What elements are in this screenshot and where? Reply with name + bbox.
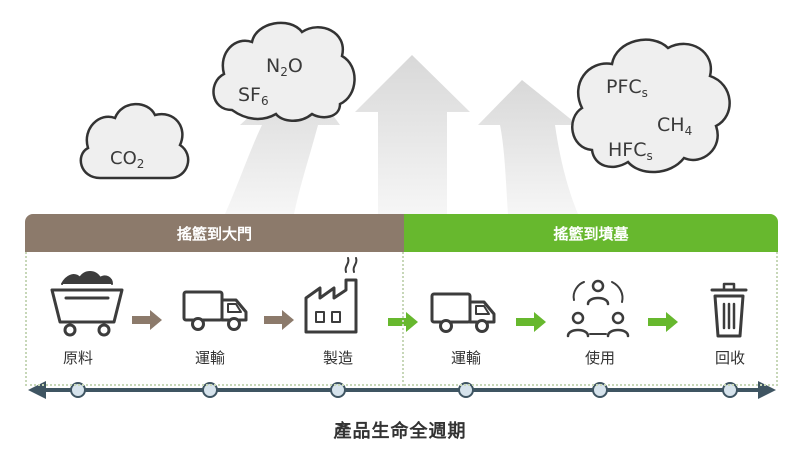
stage-label-transport-2: 運輸 (450, 349, 481, 367)
flow-arrow-green-2 (516, 312, 546, 332)
ch4-subscript: 4 (685, 124, 693, 138)
n2o-subscript: 2 (280, 65, 288, 79)
pfcs-label: PFC (606, 76, 642, 98)
cloud-n2o-sf6: N2O SF6 (212, 21, 356, 122)
hfcs-subscript: s (646, 149, 652, 163)
cloud-pfcs-ch4-hfcs: PFCs CH4 HFCs (571, 38, 731, 174)
n2o-n: N (266, 55, 280, 77)
emission-arrow-right (478, 80, 578, 214)
stage-label-use: 使用 (584, 349, 615, 367)
stage-label-manufacture: 製造 (322, 349, 353, 367)
co2-subscript: 2 (137, 157, 145, 171)
cradle-to-grave-banner: 搖籃到墳墓 (404, 214, 778, 252)
svg-text:HFCs: HFCs (608, 139, 653, 163)
svg-text:CO2: CO2 (110, 148, 144, 171)
timeline-node (458, 382, 474, 398)
co2-label: CO (110, 148, 137, 169)
timeline-node (592, 382, 608, 398)
stage-label-recycle: 回收 (714, 349, 745, 367)
svg-text:N2O: N2O (266, 55, 303, 79)
flow-arrow-brown-2 (264, 310, 294, 330)
factory-icon (304, 257, 358, 334)
ch4-label: CH (657, 114, 685, 136)
cloud-co2: CO2 (79, 102, 190, 180)
mine-cart-icon (50, 271, 124, 337)
hfcs-label: HFC (608, 139, 646, 161)
flow-arrow-green-3 (648, 312, 678, 332)
people-cycle-icon (566, 279, 630, 338)
truck-icon (182, 290, 248, 331)
footer-title: 產品生命全週期 (333, 421, 467, 442)
sf6-label: SF (238, 84, 261, 106)
svg-text:PFCs: PFCs (606, 76, 648, 100)
pfcs-subscript: s (642, 86, 648, 100)
timeline-node (70, 382, 86, 398)
svg-text:CH4: CH4 (657, 114, 692, 138)
cradle-to-gate-panel (25, 252, 404, 386)
trash-can-icon (710, 282, 748, 338)
cradle-to-grave-panel (404, 252, 778, 386)
stage-label-raw-material: 原料 (62, 349, 93, 367)
timeline-node (330, 382, 346, 398)
truck-icon (430, 292, 496, 333)
sf6-subscript: 6 (261, 94, 269, 108)
emission-arrow-center (355, 55, 470, 214)
svg-text:SF6: SF6 (238, 84, 269, 108)
stage-label-transport-1: 運輸 (194, 349, 225, 367)
flow-arrow-brown-1 (132, 310, 162, 330)
timeline-node (722, 382, 738, 398)
timeline-node (202, 382, 218, 398)
cradle-to-gate-banner: 搖籃到大門 (25, 214, 404, 252)
n2o-o: O (288, 55, 303, 77)
